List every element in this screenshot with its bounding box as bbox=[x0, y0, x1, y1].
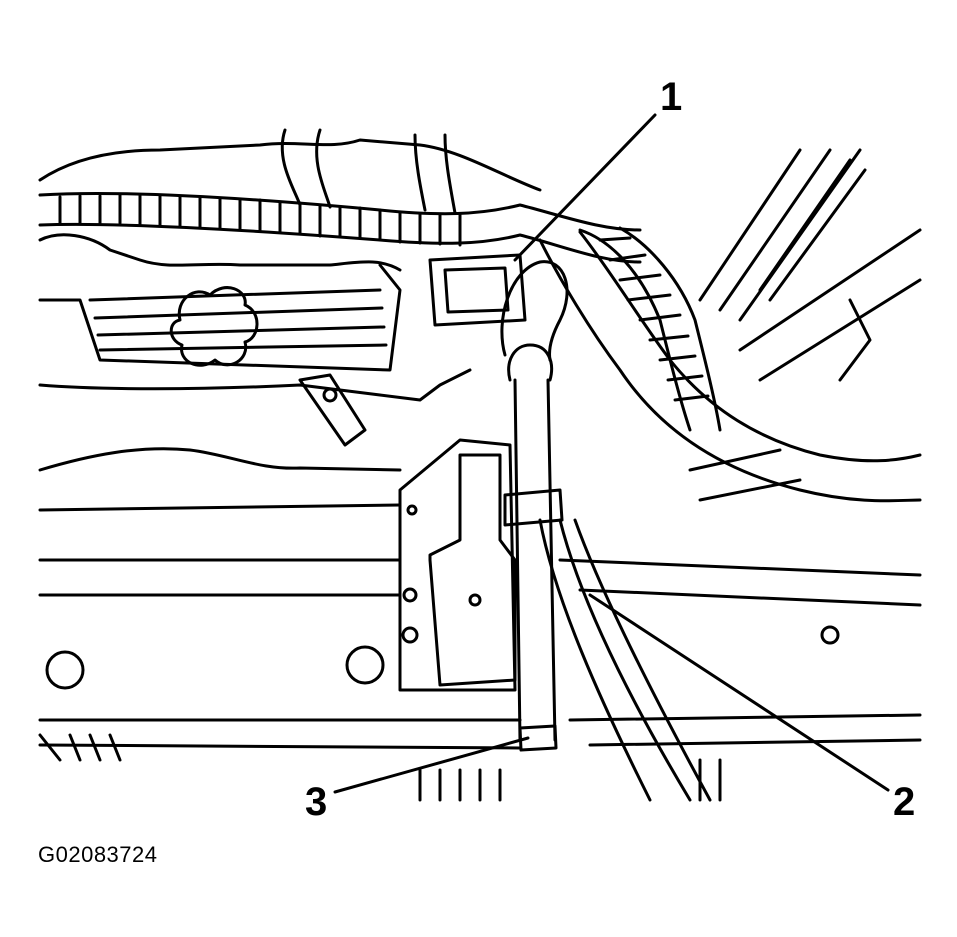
callout-1: 1 bbox=[660, 75, 682, 119]
right-structure bbox=[688, 148, 922, 502]
leader-lines bbox=[333, 113, 890, 794]
callout-3: 3 bbox=[305, 780, 327, 824]
connector-box bbox=[428, 253, 527, 327]
intake-hose bbox=[538, 230, 922, 503]
figure-id: G02083724 bbox=[38, 842, 158, 867]
curved-cables bbox=[538, 518, 712, 802]
engine-block bbox=[38, 558, 922, 802]
dipstick-tube bbox=[503, 343, 564, 752]
dipstick-handle bbox=[500, 260, 569, 362]
wiring-harness bbox=[38, 128, 722, 432]
mounting-bracket bbox=[398, 438, 517, 692]
intake-manifold bbox=[38, 138, 542, 512]
oil-fill-cap bbox=[169, 286, 259, 367]
callout-2: 2 bbox=[893, 780, 915, 824]
harness-bracket bbox=[298, 373, 367, 447]
